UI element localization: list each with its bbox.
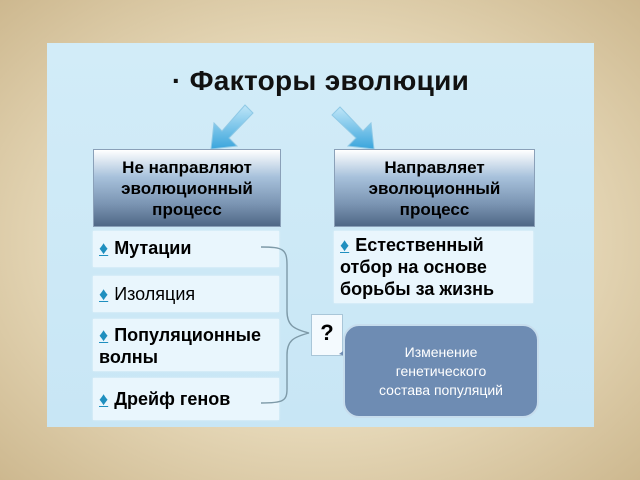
list-item-mutations: ♦Мутации	[93, 231, 279, 267]
right-arrow-icon	[331, 106, 375, 150]
slide-title: · Факторы эволюции	[171, 65, 470, 96]
right-header-box: Направляет эволюционный процесс	[334, 149, 535, 227]
list-item: ♦Популяционные волны	[99, 324, 261, 368]
diamond-bullet-icon: ♦	[99, 284, 109, 304]
diamond-bullet-icon: ♦	[340, 235, 350, 255]
curly-brace-icon	[260, 246, 310, 404]
diamond-bullet-icon: ♦	[99, 325, 109, 345]
callout-box: Изменение генетического состава популяци…	[343, 324, 539, 418]
list-item-label: Дрейф генов	[114, 389, 231, 409]
natural-selection-box: ♦Естественный отбор на основе борьбы за …	[334, 231, 533, 303]
list-item-genetic-drift: ♦Дрейф генов	[93, 378, 279, 420]
diamond-bullet-icon: ♦	[99, 238, 109, 258]
list-item-isolation: ♦Изоляция	[93, 276, 279, 312]
list-item-population-waves: ♦Популяционные волны	[93, 319, 279, 371]
list-item: ♦Изоляция	[99, 283, 195, 305]
diamond-bullet-icon: ♦	[99, 389, 109, 409]
arrows	[210, 104, 375, 150]
list-item-label: Мутации	[114, 238, 192, 258]
list-item-label: Естественный отбор на основе борьбы за ж…	[340, 235, 495, 299]
list-item: ♦Мутации	[99, 237, 191, 259]
slide: · Факторы эволюции Не направляют эволюци…	[47, 43, 594, 427]
left-arrow-icon	[210, 104, 254, 150]
question-mark-box: ?	[311, 314, 343, 356]
list-item-label: Изоляция	[114, 284, 196, 304]
list-item-label: Популяционные волны	[99, 325, 261, 367]
list-item: ♦Естественный отбор на основе борьбы за …	[340, 234, 494, 300]
left-header-box: Не направляют эволюционный процесс	[93, 149, 281, 227]
list-item: ♦Дрейф генов	[99, 388, 230, 410]
